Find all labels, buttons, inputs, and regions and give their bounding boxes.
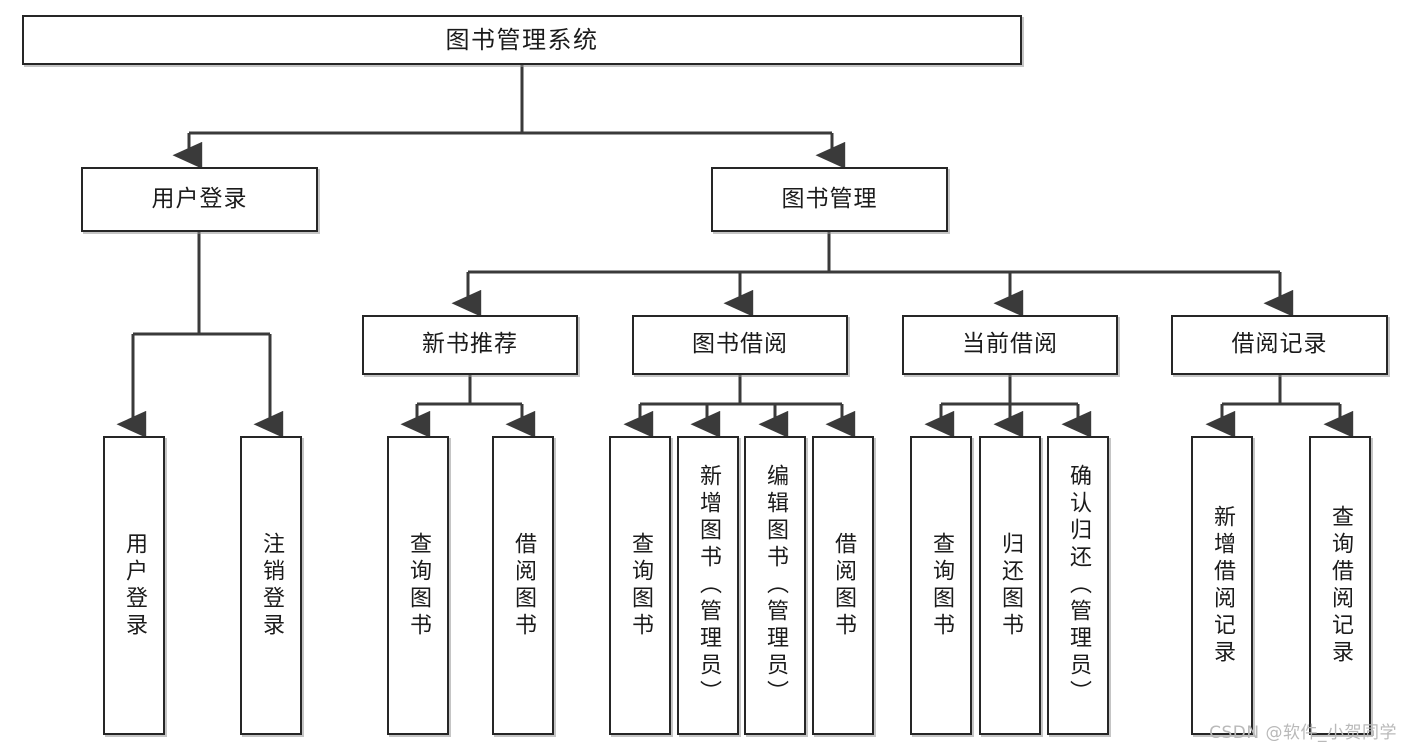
node-borrow-record[interactable]: 借阅记录: [1171, 315, 1388, 375]
node-label: 图书管理系统: [445, 25, 599, 54]
node-label: 查询图书: [628, 531, 653, 640]
leaf-borrow-borrow-book[interactable]: 借阅图书: [812, 436, 874, 735]
node-new-book-recommend[interactable]: 新书推荐: [362, 315, 578, 375]
leaf-user-login-logout[interactable]: 注销登录: [240, 436, 302, 735]
node-label: 查询图书: [929, 531, 954, 640]
leaf-current-confirm-return-admin[interactable]: 确认归还（管理员）: [1047, 436, 1109, 735]
watermark-text: CSDN @软件_小贺同学: [1209, 723, 1397, 743]
node-label: 用户登录: [151, 185, 248, 212]
node-book-management[interactable]: 图书管理: [711, 167, 948, 232]
node-label: 新增图书（管理员）: [696, 464, 721, 707]
leaf-borrow-add-book-admin[interactable]: 新增图书（管理员）: [677, 436, 739, 735]
node-label: 当前借阅: [962, 331, 1058, 358]
node-label: 查询图书: [406, 531, 431, 640]
leaf-recommend-borrow-book[interactable]: 借阅图书: [492, 436, 554, 735]
node-label: 借阅记录: [1231, 331, 1328, 358]
node-label: 图书管理: [781, 185, 878, 212]
leaf-record-query-borrow-record[interactable]: 查询借阅记录: [1309, 436, 1371, 735]
node-label: 图书借阅: [692, 331, 788, 358]
leaf-user-login-login[interactable]: 用户登录: [103, 436, 165, 735]
node-label: 归还图书: [998, 531, 1023, 640]
leaf-recommend-query-book[interactable]: 查询图书: [387, 436, 449, 735]
leaf-current-query-book[interactable]: 查询图书: [910, 436, 972, 735]
node-label: 注销登录: [259, 531, 284, 640]
node-label: 借阅图书: [511, 531, 536, 640]
leaf-current-return-book[interactable]: 归还图书: [979, 436, 1041, 735]
leaf-borrow-edit-book-admin[interactable]: 编辑图书（管理员）: [744, 436, 806, 735]
node-label: 确认归还（管理员）: [1066, 464, 1091, 707]
leaf-record-add-borrow-record[interactable]: 新增借阅记录: [1191, 436, 1253, 735]
node-label: 用户登录: [122, 531, 147, 640]
node-current-borrow[interactable]: 当前借阅: [902, 315, 1118, 375]
node-label: 新书推荐: [422, 331, 518, 358]
node-root-book-management-system[interactable]: 图书管理系统: [22, 15, 1022, 65]
node-label: 新增借阅记录: [1210, 504, 1235, 667]
node-user-login[interactable]: 用户登录: [81, 167, 318, 232]
node-book-borrow[interactable]: 图书借阅: [632, 315, 848, 375]
node-label: 借阅图书: [831, 531, 856, 640]
node-label: 查询借阅记录: [1328, 504, 1353, 667]
leaf-borrow-query-book[interactable]: 查询图书: [609, 436, 671, 735]
node-label: 编辑图书（管理员）: [763, 464, 788, 707]
